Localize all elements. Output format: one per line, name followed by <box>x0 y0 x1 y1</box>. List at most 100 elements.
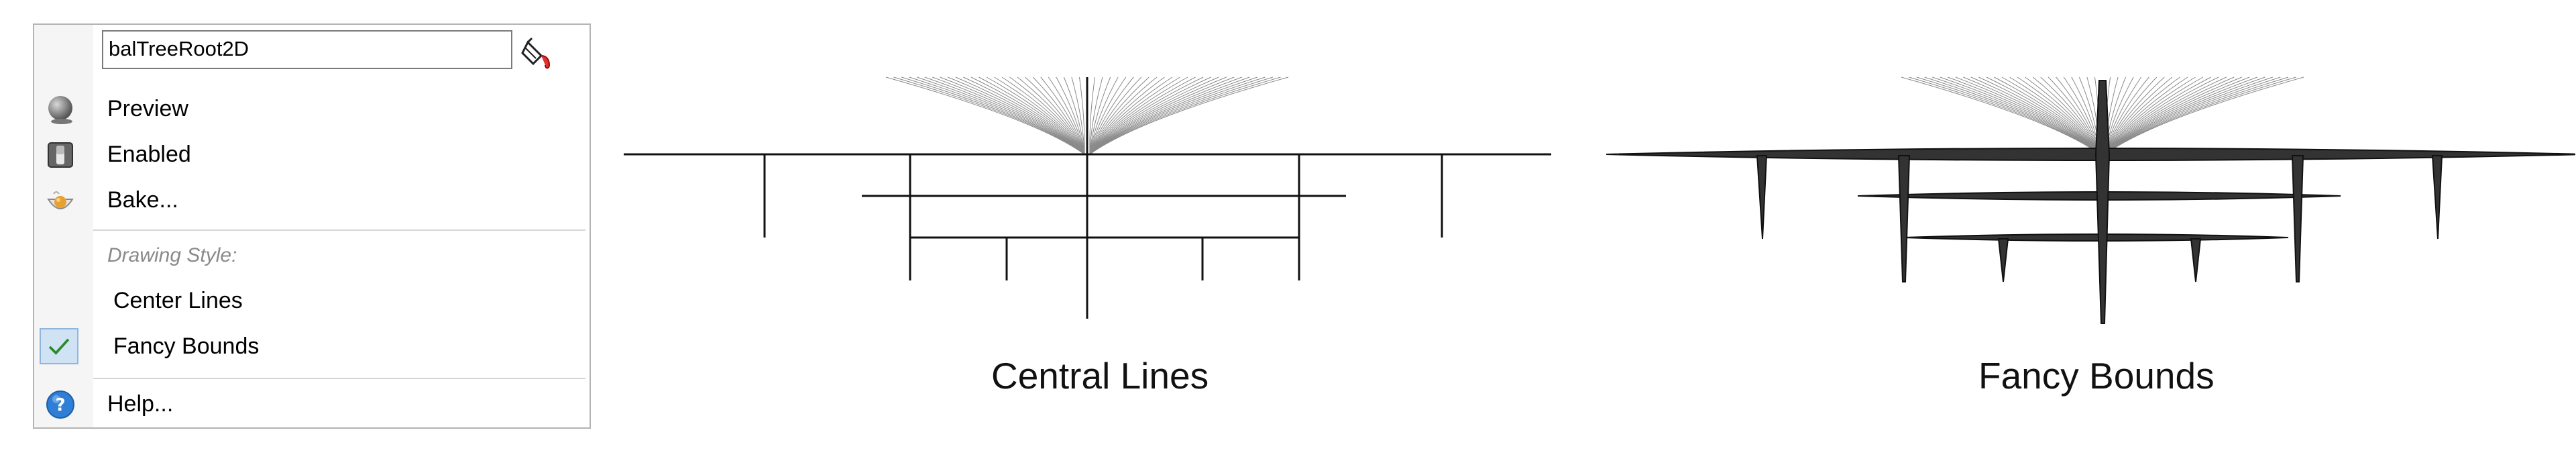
fan-curve <box>1025 76 1085 155</box>
fan-curve <box>1032 76 1085 155</box>
context-menu: balTreeRoot2D Preview Enabled <box>33 23 591 429</box>
caption-fancy-bounds: Fancy Bounds <box>1978 355 2215 397</box>
enabled-label: Enabled <box>107 142 191 167</box>
fan-curve <box>1924 76 2101 155</box>
fan-curve <box>1089 76 1158 155</box>
fan-curve <box>1089 76 1266 155</box>
fan-curve <box>1970 76 2101 155</box>
fan-curve <box>885 76 1085 155</box>
fan-curve <box>1017 76 1085 155</box>
fan-curve <box>970 76 1085 155</box>
central-lines-fan <box>885 76 1289 155</box>
fan-curve <box>1089 76 1111 155</box>
fan-curve <box>1978 76 2101 155</box>
menu-separator <box>93 229 585 231</box>
checkmark-box <box>40 328 78 364</box>
fan-curve <box>1901 76 2101 155</box>
fan-curve <box>2105 76 2180 155</box>
menu-item-enabled[interactable]: Enabled <box>34 135 590 175</box>
fan-curve <box>2105 76 2204 155</box>
fan-curve <box>1089 76 1119 155</box>
fan-curve <box>2105 76 2196 155</box>
menu-item-help[interactable]: ? Help... <box>34 384 590 425</box>
fan-curve <box>2105 76 2227 155</box>
central-lines-illustration <box>624 76 1551 319</box>
fan-curve <box>1048 76 1085 155</box>
fancy-bounds-illustration <box>1606 76 2575 324</box>
enabled-switch-icon <box>48 142 73 168</box>
fan-curve <box>2105 76 2289 155</box>
paint-bucket-icon[interactable] <box>518 33 559 73</box>
bake-label: Bake... <box>107 187 178 213</box>
fan-curve <box>1089 76 1204 155</box>
drawing-style-header: Drawing Style: <box>34 236 590 276</box>
menu-icon-gutter <box>34 25 93 427</box>
fan-curve <box>1089 76 1096 155</box>
fan-curve <box>1916 76 2101 155</box>
fan-curve <box>2105 76 2242 155</box>
fan-curve <box>1078 76 1085 155</box>
fan-curve <box>1089 76 1289 155</box>
menu-item-center-lines[interactable]: Center Lines <box>34 281 590 321</box>
help-question-icon: ? <box>46 390 74 419</box>
fancy-bounds-label: Fancy Bounds <box>113 333 260 359</box>
menu-item-preview[interactable]: Preview <box>34 89 590 129</box>
center-lines-label: Center Lines <box>113 288 243 313</box>
fan-curve <box>2025 76 2101 155</box>
fan-curve <box>1089 76 1142 155</box>
fan-curve <box>2105 76 2304 155</box>
fan-curve <box>1071 76 1085 155</box>
fan-curve <box>978 76 1085 155</box>
drawing-style-label: Drawing Style: <box>107 244 237 266</box>
help-label: Help... <box>107 391 174 417</box>
fan-curve <box>2105 76 2265 155</box>
fan-curve <box>1001 76 1085 155</box>
menu-item-fancy-bounds[interactable]: Fancy Bounds <box>34 327 590 367</box>
fan-curve <box>963 76 1085 155</box>
fan-curve <box>1963 76 2101 155</box>
fan-curve <box>901 76 1085 155</box>
fan-curve <box>2017 76 2101 155</box>
fancy-bounds-fan <box>1901 76 2304 155</box>
preview-sphere-icon <box>48 96 72 124</box>
fan-curve <box>1056 76 1085 155</box>
fan-curve <box>1089 76 1165 155</box>
menu-item-bake[interactable]: Bake... <box>34 180 590 221</box>
fan-curve <box>2105 76 2281 155</box>
fan-curve <box>1063 76 1085 155</box>
fan-curve <box>2105 76 2235 155</box>
bake-icon <box>47 191 74 209</box>
fan-curve <box>1089 76 1188 155</box>
fan-curve <box>1089 76 1134 155</box>
fan-curve <box>2001 76 2101 155</box>
fan-curve <box>1089 76 1173 155</box>
fan-curve <box>1940 76 2101 155</box>
menu-separator <box>93 378 585 379</box>
fan-curve <box>1089 76 1211 155</box>
fan-curve <box>994 76 1085 155</box>
fan-curve <box>924 76 1085 155</box>
fan-curve <box>909 76 1085 155</box>
fan-curve <box>1089 76 1180 155</box>
central-lines-tree <box>624 77 1551 319</box>
fan-curve <box>1089 76 1219 155</box>
fan-curve <box>2105 76 2219 155</box>
fan-curve <box>1089 76 1274 155</box>
fan-curve <box>1089 76 1127 155</box>
caption-central-lines: Central Lines <box>991 355 1209 397</box>
fan-curve <box>1986 76 2101 155</box>
fan-curve <box>948 76 1085 155</box>
fan-curve <box>1089 76 1196 155</box>
fancy-bounds-tree <box>1606 80 2575 324</box>
fan-curve <box>955 76 1085 155</box>
fan-curve <box>1089 76 1150 155</box>
svg-text:?: ? <box>55 395 65 415</box>
preview-label: Preview <box>107 96 188 121</box>
fan-curve <box>1040 76 1085 155</box>
fan-curve <box>1089 76 1227 155</box>
fan-curve <box>1009 76 1085 155</box>
checkmark-icon <box>48 338 70 355</box>
name-field[interactable]: balTreeRoot2D <box>102 30 512 69</box>
fan-curve <box>1089 76 1250 155</box>
fan-curve <box>2105 76 2188 155</box>
